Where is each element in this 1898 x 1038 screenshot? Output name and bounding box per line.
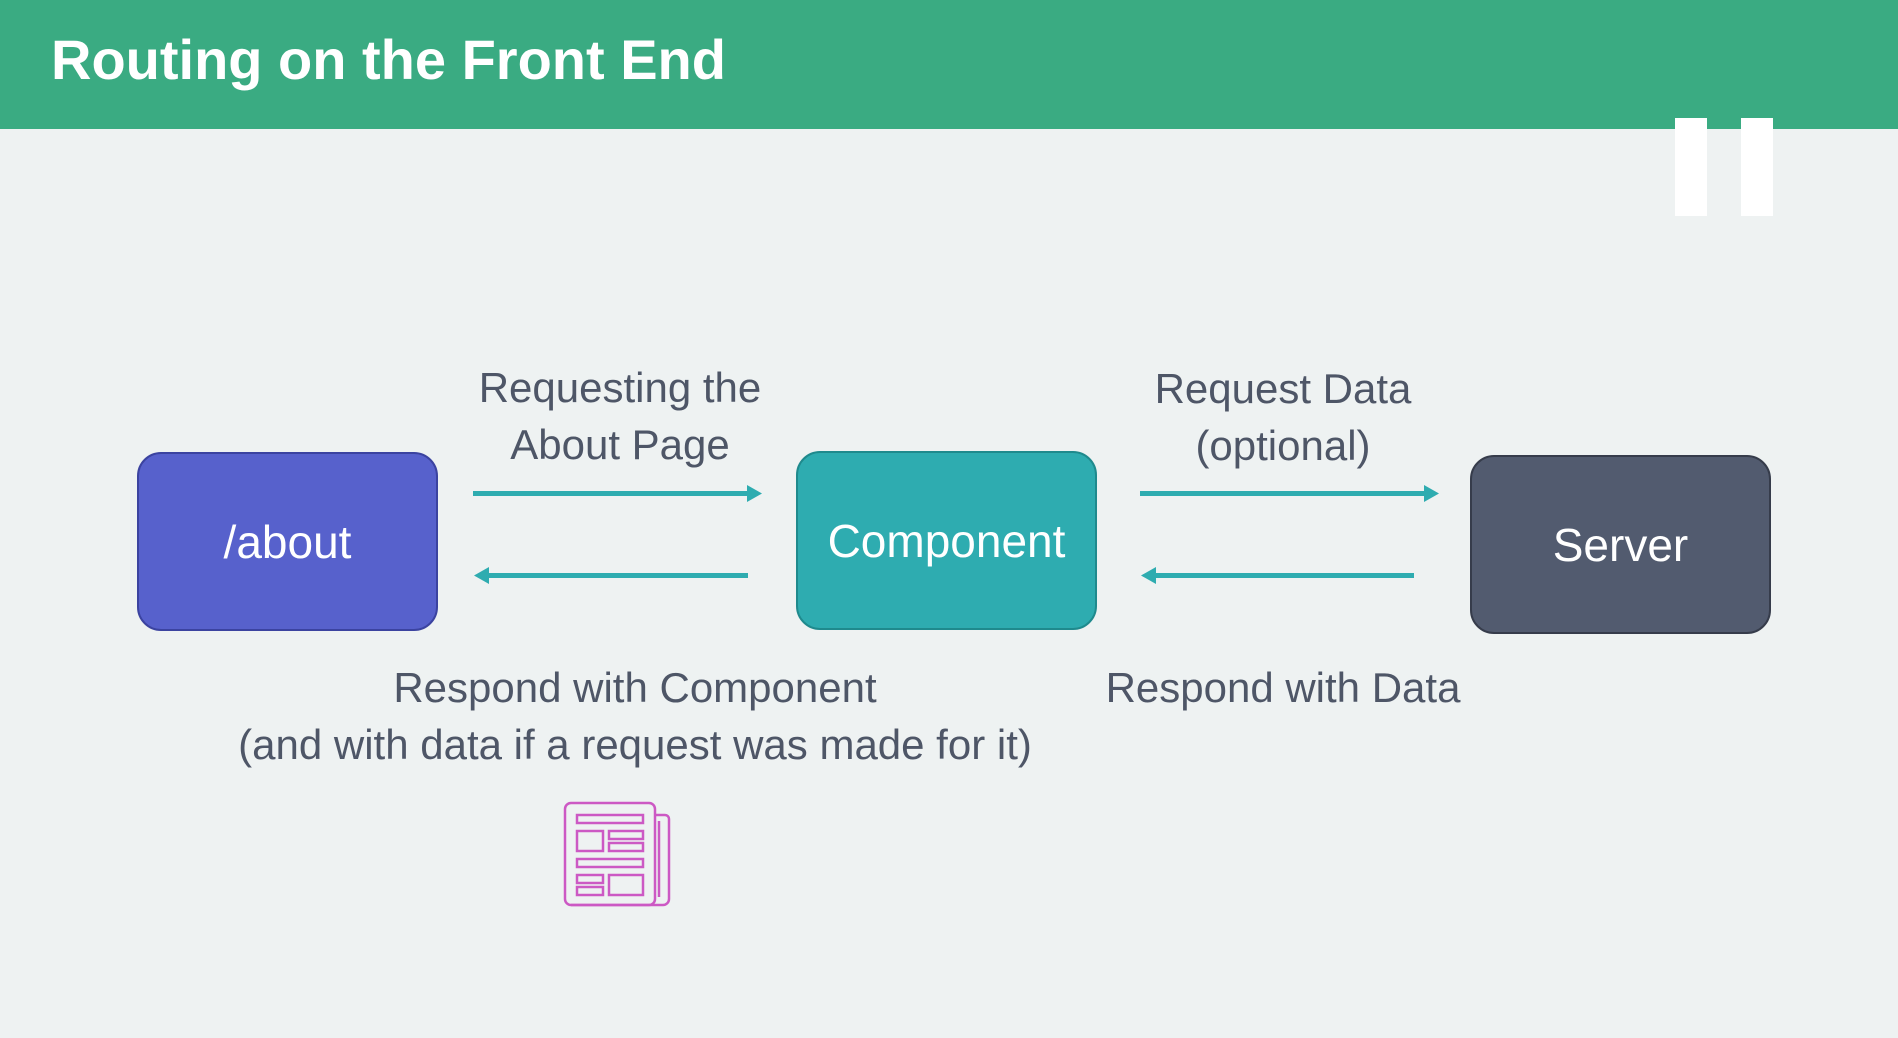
component-label: Component [827,514,1066,567]
component-box: Component [796,451,1097,630]
request-data-label-line1: Request Data [1154,365,1412,412]
arrow-respond-data-shaft [1154,573,1414,578]
pause-bar-right [1741,118,1773,216]
slide-title: Routing on the Front End [51,28,726,91]
newspaper-icon [563,801,671,907]
respond-component-label: Respond with Component (and with data if… [195,659,1075,773]
request-data-label: Request Data (optional) [1103,360,1463,474]
about-route-box: /about [137,452,438,631]
pause-bar-left [1675,118,1707,216]
server-box: Server [1470,455,1771,634]
header-bar: Routing on the Front End [0,0,1898,129]
request-page-label-line1: Requesting the [478,364,762,411]
request-page-label-line2: About Page [510,421,730,468]
server-label: Server [1552,518,1689,571]
about-route-label: /about [223,515,352,568]
arrow-request-page-head [747,485,762,502]
respond-data-label: Respond with Data [1083,659,1483,716]
request-page-label: Requesting the About Page [440,359,800,473]
arrow-respond-data-head [1141,567,1156,584]
arrow-respond-component-head [474,567,489,584]
respond-component-label-line2: (and with data if a request was made for… [238,721,1032,768]
respond-component-label-line1: Respond with Component [393,664,877,711]
arrow-request-page-shaft [473,491,749,496]
respond-data-label-line1: Respond with Data [1105,664,1461,711]
arrow-respond-component-shaft [487,573,748,578]
arrow-request-data-shaft [1140,491,1426,496]
request-data-label-line2: (optional) [1195,422,1371,469]
arrow-request-data-head [1424,485,1439,502]
pause-icon[interactable] [1675,118,1773,216]
